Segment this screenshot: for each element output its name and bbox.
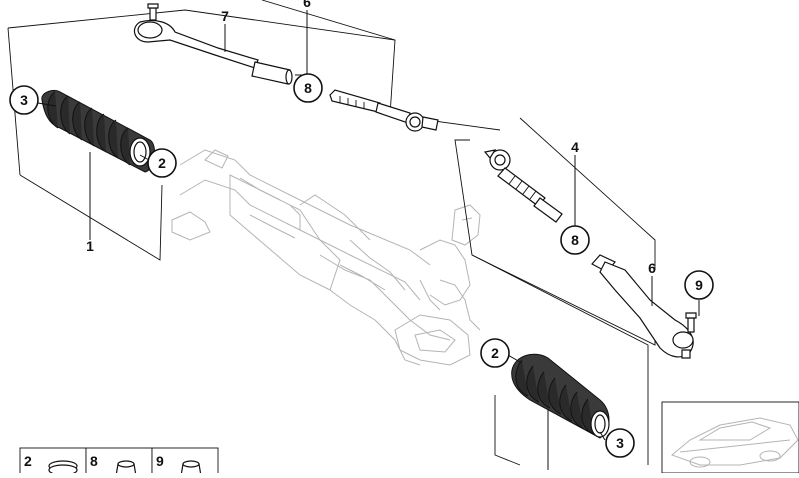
label-part-7: 7 [221, 8, 229, 24]
vehicle-locator-thumbnail [661, 401, 799, 474]
callout-2-bottom-label: 2 [491, 345, 499, 361]
callout-8-right-label: 8 [571, 232, 579, 248]
legend-strip: 2 8 9 [19, 447, 219, 478]
label-part-6-top: 6 [303, 0, 311, 10]
inner-tie-rod-top [329, 89, 439, 132]
label-part-1: 1 [86, 238, 94, 254]
callout-3-bottom: 3 [605, 428, 635, 458]
callout-9-right: 9 [684, 270, 714, 300]
steering-rack-housing [171, 149, 481, 366]
callout-2-bottom: 2 [480, 338, 510, 368]
label-part-4: 4 [571, 139, 579, 155]
bellows-boot-left [41, 89, 156, 173]
outer-tie-rod-end-top [133, 3, 293, 85]
callout-2-left-label: 2 [158, 155, 166, 171]
outer-tie-rod-end-right [591, 254, 697, 359]
callout-8-top: 8 [293, 73, 323, 103]
inner-tie-rod-right [483, 149, 563, 223]
callout-8-right: 8 [560, 225, 590, 255]
bellows-boot-bottom [511, 353, 610, 439]
callout-3-bottom-label: 3 [616, 435, 624, 451]
legend-item-9: 9 [156, 453, 164, 469]
group-frame-right [454, 117, 656, 466]
callout-8-top-label: 8 [304, 80, 312, 96]
leader-lines [37, 10, 700, 470]
legend-item-8: 8 [90, 453, 98, 469]
legend-item-2: 2 [24, 453, 32, 469]
callout-2-left: 2 [147, 148, 177, 178]
callout-3-left-label: 3 [20, 92, 28, 108]
callout-3-left: 3 [9, 85, 39, 115]
callout-9-right-label: 9 [695, 277, 703, 293]
label-part-6: 6 [648, 260, 656, 276]
